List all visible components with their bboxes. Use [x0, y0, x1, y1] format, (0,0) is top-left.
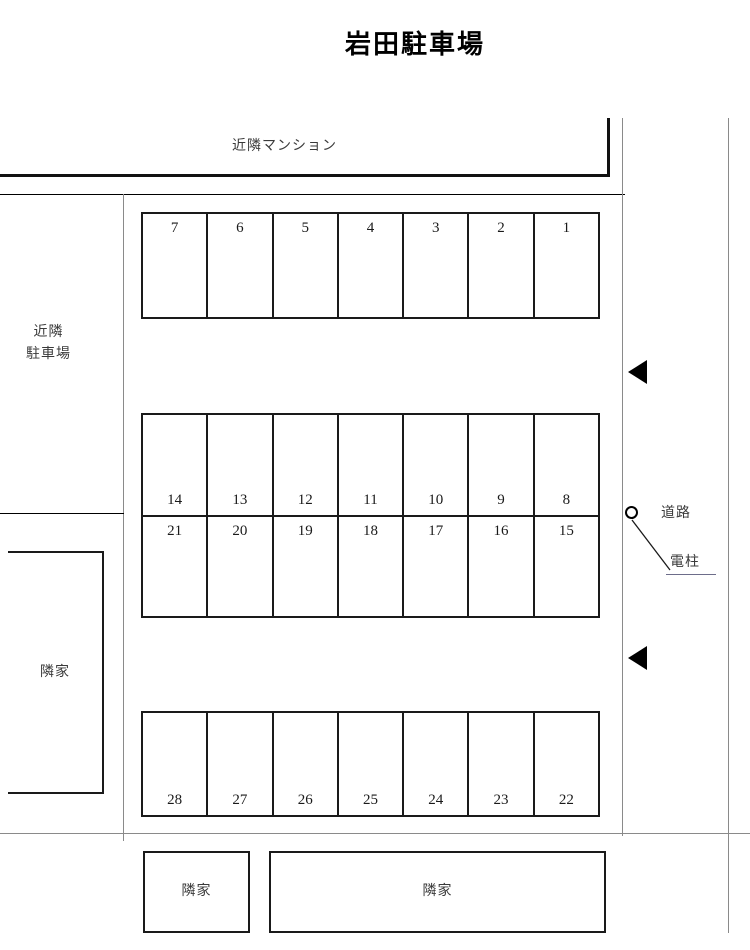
- stall-number: 26: [297, 792, 313, 808]
- stall-number: 15: [558, 522, 574, 539]
- road-outer-edge-line: [728, 118, 729, 933]
- stall-number: 19: [297, 522, 313, 539]
- parking-stall[interactable]: 9: [469, 415, 535, 515]
- stall-number: 2: [497, 220, 505, 236]
- stall-number: 3: [432, 220, 440, 236]
- parking-stall[interactable]: 27: [208, 713, 274, 815]
- neighbor-house-bottom-large: 隣家: [269, 851, 606, 933]
- neighbor-house-left-label: 隣家: [40, 663, 70, 680]
- parking-stall[interactable]: 19: [274, 516, 339, 616]
- parking-stall[interactable]: 7: [143, 214, 209, 317]
- parking-stall[interactable]: 8: [535, 415, 598, 515]
- neighbor-mansion-label: 近隣マンション: [232, 138, 337, 154]
- parking-stall[interactable]: 12: [274, 415, 339, 515]
- parking-stall[interactable]: 16: [469, 516, 535, 616]
- utility-pole-underline: [666, 574, 716, 575]
- utility-pole-circle-icon: [625, 506, 638, 519]
- neighbor-house-bottom-large-label: 隣家: [422, 883, 453, 900]
- parking-stall[interactable]: 25: [339, 713, 405, 815]
- parking-stall[interactable]: 5: [274, 214, 339, 317]
- stall-number: 24: [428, 792, 444, 808]
- parking-stall[interactable]: 23: [469, 713, 535, 815]
- parking-stall[interactable]: 10: [404, 415, 470, 515]
- upper-street-line: [0, 194, 625, 195]
- parking-stall[interactable]: 2: [469, 214, 535, 317]
- page-title: 岩田駐車場: [344, 30, 485, 60]
- parking-stall[interactable]: 20: [208, 516, 274, 616]
- stall-number: 20: [232, 522, 248, 539]
- parking-stall[interactable]: 13: [208, 415, 274, 515]
- stall-number: 5: [301, 220, 309, 236]
- parking-stall[interactable]: 6: [208, 214, 274, 317]
- entrance-arrow-lower-icon: [628, 646, 647, 670]
- stall-number: 13: [232, 491, 248, 508]
- mansion-wall-line: [0, 174, 610, 177]
- parking-stall[interactable]: 4: [339, 214, 405, 317]
- stall-number: 21: [167, 522, 183, 539]
- utility-pole-label: 電柱: [670, 554, 700, 570]
- stall-number: 14: [167, 491, 183, 508]
- mid-left-street-line: [0, 513, 124, 514]
- stall-number: 10: [428, 491, 444, 508]
- stall-number: 11: [363, 491, 378, 508]
- left-driveway-edge-line: [123, 194, 124, 841]
- stall-number: 4: [366, 220, 375, 236]
- stall-number: 6: [236, 220, 244, 236]
- parking-stall[interactable]: 28: [143, 713, 209, 815]
- parking-stall[interactable]: 18: [339, 516, 405, 616]
- parking-block-middle: 14 13 12 11 10 9 8 21: [141, 413, 600, 618]
- parking-stall[interactable]: 26: [274, 713, 339, 815]
- stall-number: 1: [562, 220, 571, 236]
- stall-number: 8: [562, 491, 571, 508]
- stall-number: 25: [362, 792, 378, 808]
- stall-number: 28: [167, 792, 183, 808]
- road-label: 道路: [661, 505, 691, 521]
- entrance-arrow-upper-icon: [628, 360, 647, 384]
- parking-stall[interactable]: 3: [404, 214, 470, 317]
- parking-stall[interactable]: 14: [143, 415, 209, 515]
- parking-row-middle-lower: 21 20 19 18 17 16 15: [141, 516, 600, 618]
- stall-number: 22: [558, 792, 574, 808]
- mansion-wall-right-line: [607, 118, 610, 176]
- parking-row-bottom: 28 27 26 25 24 23 22: [141, 711, 600, 817]
- stall-number: 12: [297, 491, 313, 508]
- neighbor-parking-label: 近隣 駐車場: [26, 324, 71, 362]
- parking-stall[interactable]: 1: [535, 214, 598, 317]
- parking-stall[interactable]: 15: [535, 517, 598, 617]
- parking-stall[interactable]: 21: [143, 516, 209, 616]
- stall-number: 16: [493, 522, 509, 539]
- parking-stall[interactable]: 11: [339, 415, 405, 515]
- parking-row-middle-upper: 14 13 12 11 10 9 8: [141, 413, 600, 517]
- neighbor-house-left: 隣家: [8, 551, 104, 794]
- parking-stall[interactable]: 24: [404, 713, 470, 815]
- neighbor-house-bottom-small: 隣家: [143, 851, 250, 933]
- bottom-boundary-line: [0, 833, 750, 834]
- stall-number: 7: [170, 220, 179, 236]
- neighbor-house-bottom-small-label: 隣家: [181, 883, 212, 900]
- parking-stall[interactable]: 17: [404, 516, 470, 616]
- stall-number: 27: [232, 792, 248, 808]
- stall-number: 23: [493, 792, 509, 808]
- stall-number: 18: [362, 522, 378, 539]
- stall-number: 17: [428, 522, 444, 539]
- parking-stall[interactable]: 22: [535, 713, 598, 815]
- stall-number: 9: [497, 491, 505, 508]
- road-inner-edge-line: [622, 118, 623, 836]
- parking-row-top: 7 6 5 4 3 2 1: [141, 212, 600, 319]
- utility-pole-leader-line: [631, 519, 671, 571]
